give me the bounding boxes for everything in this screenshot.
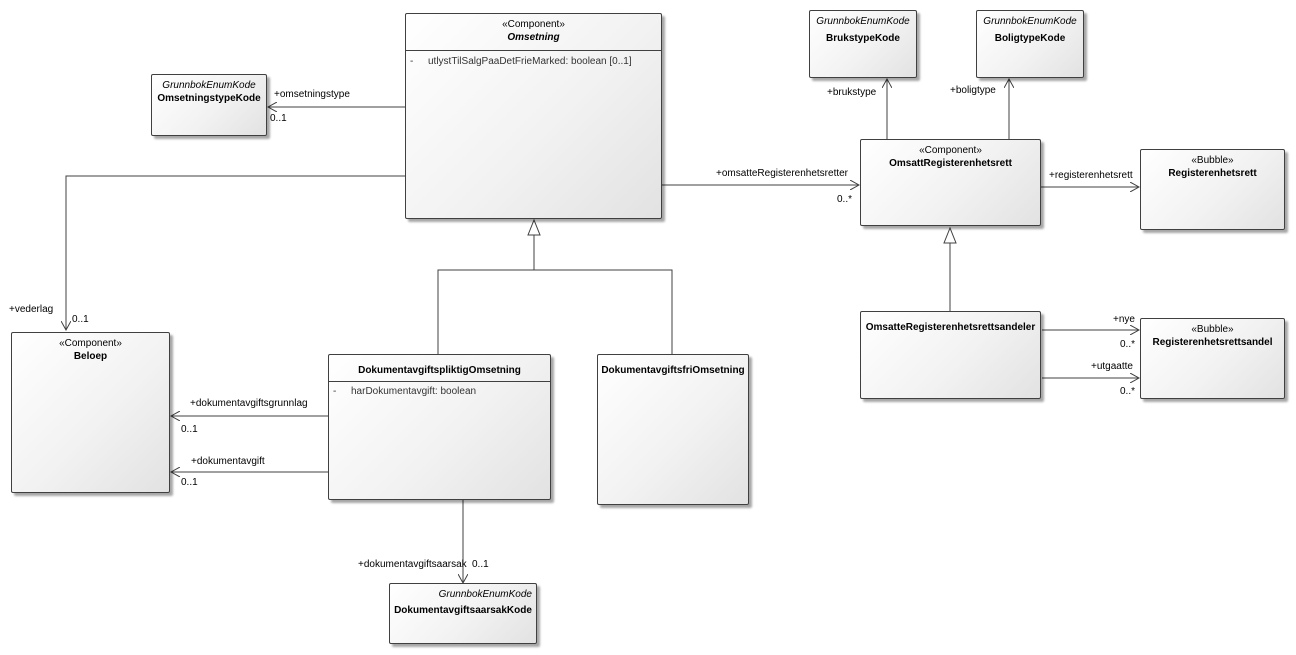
multiplicity-vederlag: 0..1	[72, 314, 89, 325]
role-label-dokumentavgift: +dokumentavgift	[191, 456, 265, 467]
attribute-utlyst[interactable]: -utlystTilSalgPaaDetFrieMarked: boolean …	[410, 56, 632, 67]
class-name: Beloep	[73, 351, 108, 362]
class-name: OmsetningstypeKode	[157, 93, 261, 104]
class-name: DokumentavgiftspliktigOmsetning	[358, 365, 521, 376]
role-label-registerenhetsrett: +registerenhetsrett	[1049, 170, 1133, 181]
role-label-dokumentavgiftsgrunnlag: +dokumentavgiftsgrunnlag	[190, 398, 308, 409]
multiplicity-nye: 0..*	[1120, 339, 1136, 350]
class-name: BrukstypeKode	[826, 33, 900, 44]
class-name: BoligtypeKode	[994, 33, 1066, 44]
multiplicity-omsatte: 0..*	[837, 194, 853, 205]
class-name: OmsatteRegisterenhetsrettsandeler	[865, 322, 1036, 333]
assoc-vederlag[interactable]	[66, 175, 405, 330]
generalization-arrowhead-omsetning	[527, 218, 541, 236]
class-registerenhetsrett[interactable]: «Bubble» Registerenhetsrett	[1140, 149, 1285, 230]
multiplicity-dokumentavgift: 0..1	[181, 477, 198, 488]
class-name: DokumentavgiftsaarsakKode	[394, 605, 532, 616]
role-label-brukstype: +brukstype	[827, 87, 877, 98]
multiplicity-omsetningstype: 0..1	[270, 113, 287, 124]
generalization-dokumentavgiftsfri[interactable]	[534, 269, 673, 354]
class-omsetning[interactable]: «Component» Omsetning -utlystTilSalgPaaD…	[405, 13, 662, 219]
role-label-vederlag: +vederlag	[9, 304, 54, 315]
class-name: Registerenhetsrett	[1168, 168, 1257, 179]
generalization-dokumentavgiftspliktig[interactable]	[437, 235, 535, 354]
class-registerenhetsrettsandel[interactable]: «Bubble» Registerenhetsrettsandel	[1140, 318, 1285, 399]
class-omsetningstype-kode[interactable]: GrunnbokEnumKode OmsetningstypeKode	[151, 74, 267, 136]
class-dokumentavgiftsaarsak-kode[interactable]: GrunnbokEnumKode DokumentavgiftsaarsakKo…	[389, 583, 537, 644]
compartment-divider	[329, 381, 550, 382]
role-label-dokumentavgiftsaarsak: +dokumentavgiftsaarsak	[358, 559, 467, 570]
role-label-utgaatte: +utgaatte	[1091, 361, 1133, 372]
stereotype-label: GrunnbokEnumKode	[816, 16, 910, 27]
stereotype-label: «Component»	[59, 338, 122, 349]
multiplicity-utgaatte: 0..*	[1120, 386, 1136, 397]
class-name: Omsetning	[507, 32, 560, 43]
stereotype-label: «Component»	[919, 145, 982, 156]
class-dokumentavgiftspliktig-omsetning[interactable]: DokumentavgiftspliktigOmsetning -harDoku…	[328, 354, 551, 500]
class-name: Registerenhetsrettsandel	[1152, 337, 1273, 348]
class-name: OmsattRegisterenhetsrett	[889, 158, 1012, 169]
stereotype-label: «Bubble»	[1191, 155, 1234, 166]
role-label-nye: +nye	[1113, 314, 1135, 325]
class-brukstype-kode[interactable]: GrunnbokEnumKode BrukstypeKode	[809, 10, 917, 78]
stereotype-label: GrunnbokEnumKode	[438, 589, 532, 600]
multiplicity-dokumentavgiftsgrunnlag: 0..1	[181, 424, 198, 435]
role-label-boligtype: +boligtype	[950, 85, 996, 96]
class-omsatte-registerenhetsrettsandeler[interactable]: OmsatteRegisterenhetsrettsandeler	[860, 311, 1041, 399]
compartment-divider	[406, 50, 661, 51]
class-beloep[interactable]: «Component» Beloep	[11, 332, 170, 493]
multiplicity-dokumentavgiftsaarsak: 0..1	[472, 559, 489, 570]
stereotype-label: GrunnbokEnumKode	[983, 16, 1077, 27]
class-dokumentavgiftsfri-omsetning[interactable]: DokumentavgiftsfriOmsetning	[597, 354, 749, 505]
stereotype-label: «Bubble»	[1191, 324, 1234, 335]
class-boligtype-kode[interactable]: GrunnbokEnumKode BoligtypeKode	[976, 10, 1084, 78]
attribute-har-dokumentavgift[interactable]: -harDokumentavgift: boolean	[333, 386, 477, 397]
stereotype-label: GrunnbokEnumKode	[162, 80, 256, 91]
class-omsatt-registerenhetsrett[interactable]: «Component» OmsattRegisterenhetsrett	[860, 139, 1041, 226]
role-label-omsatte-registerenhetsretter: +omsatteRegisterenhetsretter	[716, 168, 849, 179]
class-name: DokumentavgiftsfriOmsetning	[601, 365, 745, 376]
role-label-omsetningstype: +omsetningstype	[274, 89, 350, 100]
stereotype-label: «Component»	[502, 19, 565, 30]
generalization-arrowhead-omsatt	[943, 226, 957, 244]
